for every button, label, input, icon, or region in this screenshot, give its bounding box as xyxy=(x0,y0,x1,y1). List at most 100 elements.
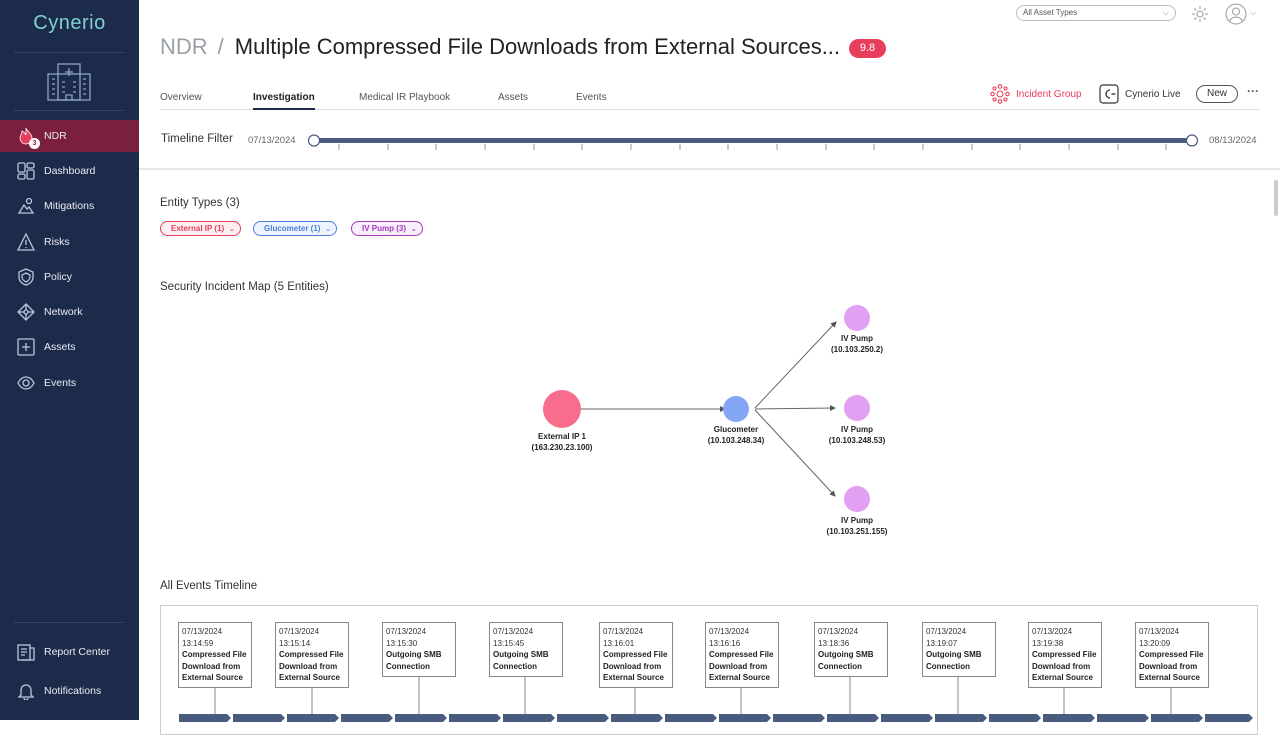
event-name: Compressed File Download from External S… xyxy=(279,650,344,682)
event-date: 07/13/2024 xyxy=(386,627,427,636)
node-label: Glucometer xyxy=(714,425,758,434)
scrollbar[interactable] xyxy=(1274,180,1278,216)
map-node-external-ip[interactable] xyxy=(543,390,581,428)
tab-investigation[interactable]: Investigation xyxy=(253,92,315,110)
events-timeline-title: All Events Timeline xyxy=(160,580,258,592)
node-ip: (10.103.248.53) xyxy=(829,436,886,445)
chevron-down-icon: ⌵ xyxy=(1162,8,1169,17)
incident-group-button[interactable]: Incident Group xyxy=(990,84,1082,104)
ndr-icon: 3 xyxy=(16,126,40,149)
sidebar-item-dashboard[interactable]: Dashboard xyxy=(0,155,139,187)
timeline-event-card[interactable]: 07/13/2024 13:15:14 Compressed File Down… xyxy=(275,622,349,688)
sidebar-item-risks[interactable]: Risks xyxy=(0,226,139,258)
node-label: IV Pump xyxy=(841,334,873,343)
events-timeline-panel: 07/13/2024 13:14:59 Compressed File Down… xyxy=(160,605,1258,735)
timeline-event-card[interactable]: 07/13/2024 13:19:38 Compressed File Down… xyxy=(1028,622,1102,688)
event-date: 07/13/2024 xyxy=(603,627,644,636)
assets-icon xyxy=(16,337,36,357)
new-button[interactable]: New xyxy=(1196,85,1238,103)
sidebar-divider xyxy=(14,52,124,53)
map-node-iv-pump[interactable] xyxy=(844,305,870,331)
map-node-iv-pump[interactable] xyxy=(844,395,870,421)
event-time: 13:20:09 xyxy=(1139,638,1171,648)
cynerio-live-icon xyxy=(1099,84,1119,104)
report-icon xyxy=(16,642,36,662)
chevron-down-icon: ⌄ xyxy=(228,224,236,233)
gear-icon[interactable] xyxy=(1191,5,1209,23)
node-ip: (10.103.248.34) xyxy=(708,436,765,445)
node-label: IV Pump xyxy=(841,425,873,434)
chip-label: External IP (1) xyxy=(171,224,225,233)
slider-start-handle[interactable] xyxy=(307,134,321,147)
event-date: 07/13/2024 xyxy=(182,627,223,636)
chip-glucometer[interactable]: Glucometer (1)⌄ xyxy=(253,221,338,236)
sidebar-item-network[interactable]: Network xyxy=(0,296,139,328)
sidebar-item-report-center[interactable]: Report Center xyxy=(0,636,139,668)
cynerio-live-button[interactable]: Cynerio Live xyxy=(1099,84,1181,104)
event-date: 07/13/2024 xyxy=(1032,627,1073,636)
chevron-down-icon[interactable]: ⌵ xyxy=(1250,8,1257,17)
timeline-slider[interactable] xyxy=(307,130,1199,154)
security-incident-map: External IP 1 (163.230.23.100) Glucomete… xyxy=(532,305,888,536)
event-name: Compressed File Download from External S… xyxy=(1139,650,1204,682)
sidebar-item-label: Policy xyxy=(44,271,73,283)
node-label: IV Pump xyxy=(841,516,873,525)
hospital-icon xyxy=(47,63,91,101)
event-name: Compressed File Download from External S… xyxy=(709,650,774,682)
chip-iv-pump[interactable]: IV Pump (3)⌄ xyxy=(351,221,424,236)
sidebar-item-policy[interactable]: Policy xyxy=(0,261,139,293)
user-avatar-icon[interactable] xyxy=(1225,3,1247,25)
event-time: 13:15:45 xyxy=(493,638,525,648)
asset-type-value: All Asset Types xyxy=(1023,8,1078,17)
chip-label: IV Pump (3) xyxy=(362,224,407,233)
dashboard-icon xyxy=(16,161,36,181)
timeline-event-card[interactable]: 07/13/2024 13:16:01 Compressed File Down… xyxy=(599,622,673,688)
timeline-event-card[interactable]: 07/13/2024 13:14:59 Compressed File Down… xyxy=(178,622,252,688)
event-time: 13:19:07 xyxy=(926,638,958,648)
sidebar-item-ndr[interactable]: 3 NDR xyxy=(0,120,139,152)
mitigations-icon xyxy=(16,196,36,216)
sidebar-item-mitigations[interactable]: Mitigations xyxy=(0,190,139,222)
timeline-event-card[interactable]: 07/13/2024 13:15:30 Outgoing SMB Connect… xyxy=(382,622,456,677)
sidebar-divider xyxy=(14,622,124,623)
tab-events[interactable]: Events xyxy=(576,92,607,103)
incident-map-title: Security Incident Map (5 Entities) xyxy=(160,281,329,293)
timeline-event-card[interactable]: 07/13/2024 13:20:09 Compressed File Down… xyxy=(1135,622,1209,688)
risks-icon xyxy=(16,232,36,252)
timeline-event-card[interactable]: 07/13/2024 13:15:45 Outgoing SMB Connect… xyxy=(489,622,563,677)
slider-end-handle[interactable] xyxy=(1185,134,1199,147)
map-edge xyxy=(754,405,836,412)
breadcrumb[interactable]: NDR xyxy=(160,34,208,59)
timeline-end-date: 08/13/2024 xyxy=(1209,135,1257,146)
map-edge xyxy=(754,321,837,409)
event-date: 07/13/2024 xyxy=(709,627,750,636)
map-node-glucometer[interactable] xyxy=(723,396,749,422)
event-name: Outgoing SMB Connection xyxy=(493,650,549,671)
sidebar-item-events[interactable]: Events xyxy=(0,367,139,399)
sidebar-item-label: NDR xyxy=(44,130,67,142)
event-name: Outgoing SMB Connection xyxy=(818,650,874,671)
tab-overview[interactable]: Overview xyxy=(160,92,202,103)
chip-external-ip[interactable]: External IP (1)⌄ xyxy=(160,221,242,236)
sidebar-item-notifications[interactable]: Notifications xyxy=(0,675,139,707)
timeline-start-date: 07/13/2024 xyxy=(248,135,296,146)
tab-medical-ir-playbook[interactable]: Medical IR Playbook xyxy=(359,92,451,103)
sidebar-item-label: Assets xyxy=(44,341,76,353)
asset-type-select[interactable]: All Asset Types ⌵ xyxy=(1016,5,1176,21)
events-icon xyxy=(16,373,36,393)
node-ip: (10.103.251.155) xyxy=(827,527,888,536)
node-label: External IP 1 xyxy=(538,432,586,441)
event-time: 13:16:01 xyxy=(603,638,635,648)
sidebar-item-assets[interactable]: Assets xyxy=(0,331,139,363)
sidebar-divider xyxy=(14,110,124,111)
map-node-iv-pump[interactable] xyxy=(844,486,870,512)
incident-group-icon xyxy=(990,84,1010,104)
cynerio-live-label: Cynerio Live xyxy=(1125,88,1181,100)
more-options-icon[interactable]: ··· xyxy=(1247,84,1259,98)
sidebar-item-label: Mitigations xyxy=(44,200,95,212)
timeline-event-card[interactable]: 07/13/2024 13:16:16 Compressed File Down… xyxy=(705,622,779,688)
tab-assets[interactable]: Assets xyxy=(498,92,529,103)
event-time: 13:16:16 xyxy=(709,638,741,648)
timeline-event-card[interactable]: 07/13/2024 13:19:07 Outgoing SMB Connect… xyxy=(922,622,996,677)
timeline-event-card[interactable]: 07/13/2024 13:18:36 Outgoing SMB Connect… xyxy=(814,622,888,677)
